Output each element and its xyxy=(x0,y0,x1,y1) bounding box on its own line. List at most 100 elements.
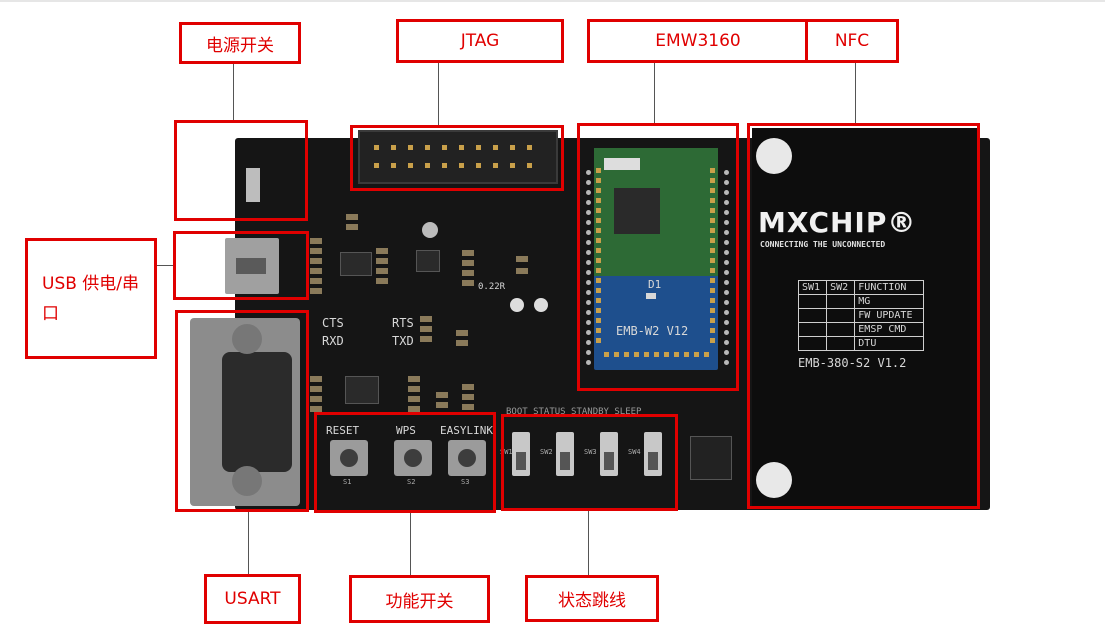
ic-u5 xyxy=(340,252,372,276)
module-strip-pin xyxy=(586,220,591,225)
label-function-switch: 功能开关 xyxy=(349,575,490,623)
module-pad xyxy=(710,168,715,173)
module-strip-pin xyxy=(724,190,729,195)
jtag-pin xyxy=(442,163,447,168)
label-usart: USART xyxy=(204,574,301,624)
switch-id-sw1: SW1 xyxy=(500,448,513,456)
button-label-wps: WPS xyxy=(396,424,416,437)
module-pad xyxy=(710,308,715,313)
module-pad xyxy=(710,218,715,223)
module-pad xyxy=(710,298,715,303)
function-table-cell xyxy=(797,322,828,337)
connector-line-usb xyxy=(156,265,173,266)
switch-id-sw4: SW4 xyxy=(628,448,641,456)
module-pad xyxy=(710,278,715,283)
module-strip-pin xyxy=(724,270,729,275)
smd-component xyxy=(346,224,358,230)
module-strip-pin xyxy=(724,180,729,185)
connector-line-jtag xyxy=(438,62,439,125)
state-header-text: BOOT STATUS STANDBY SLEEP xyxy=(506,407,642,417)
button-label-reset: RESET xyxy=(326,424,360,437)
function-table-cell xyxy=(826,336,856,351)
module-pad xyxy=(704,352,709,357)
module-strip-pin xyxy=(586,280,591,285)
module-pad xyxy=(596,298,601,303)
module-strip-pin xyxy=(724,350,729,355)
module-pad xyxy=(596,288,601,293)
module-strip-pin xyxy=(724,340,729,345)
module-strip-pin xyxy=(724,170,729,175)
smd-component xyxy=(462,280,474,286)
module-pad xyxy=(710,198,715,203)
smd-component xyxy=(456,340,468,346)
module-pad xyxy=(694,352,699,357)
module-pad xyxy=(710,268,715,273)
module-strip-pin xyxy=(724,330,729,335)
state-switch-2 xyxy=(556,432,574,476)
jtag-pin xyxy=(493,145,498,150)
module-strip-pin xyxy=(586,190,591,195)
module-led-label: D1 xyxy=(648,278,662,291)
module-pad xyxy=(596,168,601,173)
module-strip-pin xyxy=(586,320,591,325)
ic-u3 xyxy=(416,250,440,272)
nfc-board-name: EMB-380-S2 V1.2 xyxy=(798,356,907,370)
function-table-cell xyxy=(797,308,828,323)
smd-component xyxy=(462,384,474,390)
jtag-pin xyxy=(391,145,396,150)
module-name-text: EMB-W2 V12 xyxy=(616,324,689,338)
smd-component xyxy=(436,392,448,398)
module-strip-pin xyxy=(724,210,729,215)
power-switch-component xyxy=(246,168,260,202)
smd-component xyxy=(376,248,388,254)
function-row-emsp-cmd: EMSP CMD xyxy=(854,322,924,337)
jtag-pin xyxy=(442,145,447,150)
smd-component xyxy=(310,376,322,382)
smd-component xyxy=(408,406,420,412)
jtag-pin xyxy=(391,163,396,168)
module-pad xyxy=(710,228,715,233)
module-strip-pin xyxy=(586,240,591,245)
module-pad xyxy=(596,328,601,333)
top-divider xyxy=(0,0,1105,2)
smd-component xyxy=(420,326,432,332)
db9-screw-top xyxy=(232,324,262,354)
module-strip-pin xyxy=(586,300,591,305)
module-strip-pin xyxy=(586,260,591,265)
module-led xyxy=(646,293,656,299)
module-strip-pin xyxy=(586,230,591,235)
module-strip-pin xyxy=(586,340,591,345)
module-strip-pin xyxy=(586,350,591,355)
jtag-pin xyxy=(374,145,379,150)
resistor-value: 0.22R xyxy=(478,282,506,292)
mount-hole-top xyxy=(756,138,792,174)
smd-component xyxy=(420,316,432,322)
module-strip-pin xyxy=(724,360,729,365)
connector-line-nfc xyxy=(855,62,856,123)
smd-component xyxy=(420,336,432,342)
wps-button xyxy=(394,440,432,476)
module-strip-pin xyxy=(586,170,591,175)
smd-component xyxy=(310,396,322,402)
connector-line-usart xyxy=(248,512,249,574)
smd-component xyxy=(310,278,322,284)
function-table-header-sw2: SW2 xyxy=(826,280,856,295)
smd-component xyxy=(516,268,528,274)
function-table-cell xyxy=(797,294,828,309)
switch-id-sw2: SW2 xyxy=(540,448,553,456)
jtag-pin xyxy=(510,163,515,168)
module-pad xyxy=(710,188,715,193)
module-chip xyxy=(614,188,660,234)
label-usb-power-serial: USB 供电/串口 xyxy=(25,238,157,359)
module-pad xyxy=(674,352,679,357)
smd-component xyxy=(516,256,528,262)
state-switch-4 xyxy=(644,432,662,476)
state-switch-1 xyxy=(512,432,530,476)
smd-component xyxy=(346,214,358,220)
module-strip-pin xyxy=(586,290,591,295)
connector-line-emw3160 xyxy=(654,62,655,123)
module-pad xyxy=(596,238,601,243)
module-pad xyxy=(710,238,715,243)
module-strip-pin xyxy=(586,250,591,255)
smd-component xyxy=(462,260,474,266)
